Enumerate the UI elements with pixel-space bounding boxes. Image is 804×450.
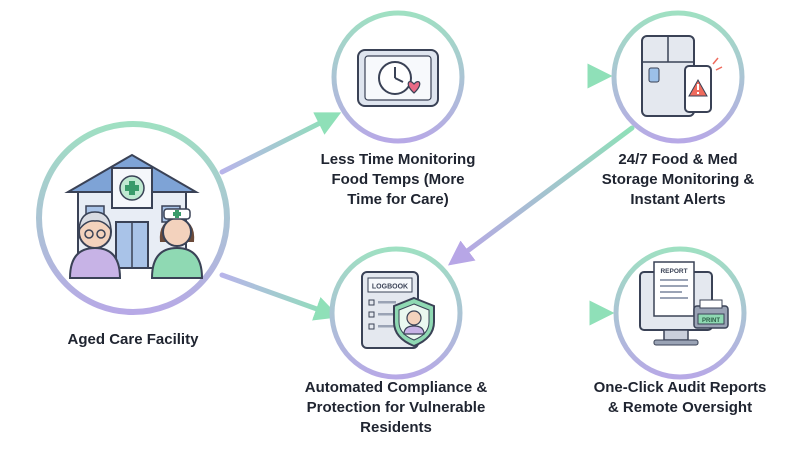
node-less-time-monitoring (331, 10, 465, 144)
care-home-icon (64, 153, 204, 279)
arrow-aged-to-less-time (219, 112, 342, 175)
less-time-monitoring-label: Less Time Monitoring Food Temps (More Ti… (320, 151, 476, 208)
print-label: PRINT (702, 318, 720, 324)
node-storage-monitoring (611, 10, 745, 144)
fridge-phone-alert-icon (641, 35, 723, 117)
report-title: REPORT (660, 268, 687, 275)
node-aged-care-facility (36, 121, 230, 315)
logbook-shield-icon: LOGBOOK (361, 271, 435, 349)
aged-care-facility-label: Aged Care Facility (67, 331, 199, 348)
tablet-clock-heart-icon (357, 49, 439, 107)
arrow-storage-to-compliance (447, 125, 635, 266)
node-audit-reports: REPORT PRINT (613, 246, 747, 380)
storage-monitoring-label: 24/7 Food & Med Storage Monitoring & Ins… (601, 151, 755, 208)
node-compliance: LOGBOOK (329, 246, 463, 380)
logbook-title: LOGBOOK (372, 284, 408, 291)
monitor-report-printer-icon: REPORT PRINT (639, 261, 729, 346)
audit-reports-label: One-Click Audit Reports & Remote Oversig… (593, 379, 767, 416)
compliance-label: Automated Compliance & Protection for Vu… (304, 379, 488, 436)
arrow-aged-to-compliance (219, 272, 340, 321)
